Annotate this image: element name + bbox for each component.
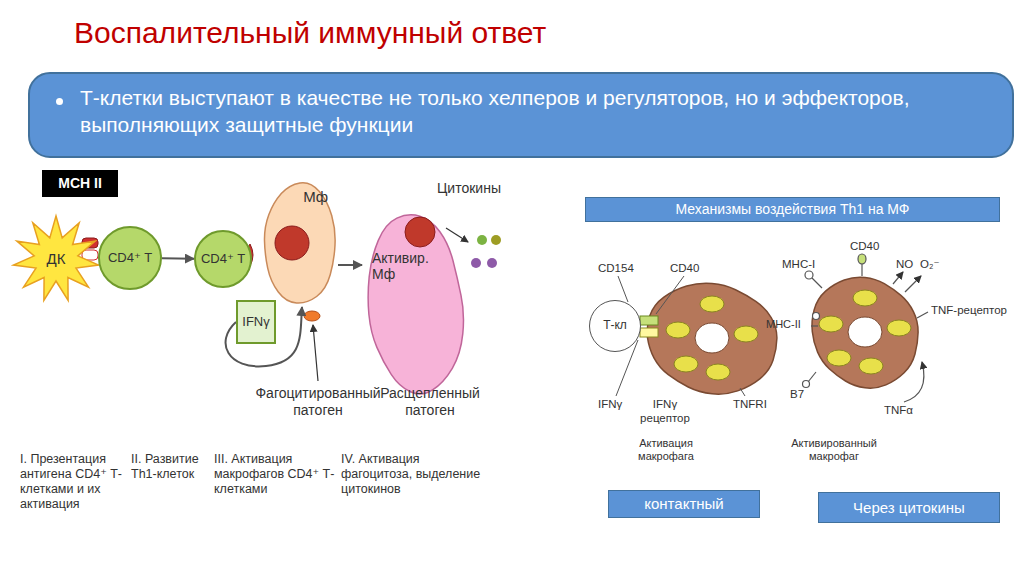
leader-line [740, 388, 745, 396]
cytokine-box: IFNγ [236, 300, 276, 344]
cell-membrane [368, 215, 463, 394]
category-box-text: Через цитокины [853, 499, 965, 516]
organelle [674, 356, 698, 372]
vacuole [695, 323, 729, 353]
annotation-label: CD154 [598, 262, 634, 276]
annotation-label: Активация макрофага [618, 437, 714, 463]
activated-macrophage: Активир. Мф [362, 212, 468, 397]
annotation-label: IV. Активация фагоцитоза, выделение цито… [341, 452, 491, 497]
b7-head [803, 381, 810, 388]
annotation-label: TNFRI [733, 398, 767, 412]
organelle [734, 326, 758, 342]
t-cell-circle: CD4⁺ T [98, 226, 162, 290]
annotation-label: IFNγ [598, 398, 622, 412]
macrophage: Мф [258, 180, 338, 306]
t-cell-circle-text: CD4⁺ T [108, 251, 152, 266]
organelle [706, 364, 730, 380]
organelle [887, 320, 911, 336]
connector-arrow [162, 257, 194, 259]
annotation-label: IFNγ рецептор [636, 398, 694, 426]
t-cell-circle: Т-кл [589, 300, 641, 352]
t-cell-circle: CD4⁺ T [194, 230, 252, 288]
connector-arrow [338, 264, 362, 266]
t-cell-circle-text: CD4⁺ T [201, 252, 245, 267]
leader-line [656, 276, 684, 314]
bullet-box-text: Т-клетки выступают в качестве не только … [80, 84, 982, 139]
annotation-label: B7 [790, 388, 804, 402]
vacuole [848, 317, 882, 347]
organelle [700, 296, 724, 312]
cytokine-box-text: IFNγ [242, 315, 269, 330]
activated-receptors [803, 254, 929, 402]
organelle [853, 290, 877, 306]
leader-line [313, 325, 318, 381]
category-box: Через цитокины [818, 492, 1000, 523]
annotation-label: Расщепленный патоген [368, 385, 492, 419]
category-box: контактный [608, 490, 760, 518]
organelle [827, 350, 851, 366]
dendritic-cell-text: ДК [47, 250, 66, 267]
slide-title: Воспалительный иммунный ответ [74, 16, 546, 50]
annotation-label: III. Активация макрофагов CD4⁺ Т-клеткам… [214, 452, 338, 497]
bullet-box: Т-клетки выступают в качестве не только … [28, 72, 1014, 158]
annotation-label: O₂⁻ [920, 258, 939, 272]
dendritic-cell: ДК [12, 215, 100, 303]
cytokine-dot [477, 235, 487, 245]
annotation-label: MHC-II [766, 318, 801, 331]
annotation-label: TNFα [884, 404, 913, 418]
annotation-label: Фагоцитированный патоген [252, 385, 384, 419]
leader-line [618, 276, 628, 302]
ifn-receptor [640, 328, 658, 337]
category-box-text: контактный [644, 495, 723, 512]
cell-membrane [264, 183, 335, 303]
nucleus [275, 226, 309, 260]
cell-drawings [647, 277, 918, 394]
nucleus [405, 217, 435, 247]
star-outline [13, 216, 98, 300]
macrophage-body [812, 277, 918, 388]
organelle [819, 316, 843, 332]
cytokine-dot [487, 258, 497, 268]
annotation-label: Цитокины [437, 180, 501, 197]
label-tag-text: MCH II [58, 175, 102, 191]
mhc1-head [805, 271, 813, 279]
section-band-text: Механизмы воздействия Th1 на МФ [676, 201, 910, 217]
cd40-head [858, 254, 866, 264]
annotation-label: I. Презентация антигена CD4⁺ Т-клетками … [20, 452, 128, 512]
mhc1-stick [812, 278, 822, 288]
tnf-receptor-stick [917, 312, 928, 318]
mhc2-stick [811, 325, 818, 326]
annotation-label: NO [896, 258, 913, 272]
cytokine-dot [491, 235, 501, 245]
activated-macrophage-text: Активир. Мф [372, 250, 444, 282]
tnf-arrow [904, 362, 924, 402]
no-arrow [893, 272, 903, 284]
secretion-arrow [446, 228, 468, 242]
b7-stick [808, 372, 816, 382]
phagocytosed-pathogen [304, 311, 320, 321]
bullet-dot [56, 98, 63, 105]
organelle [666, 322, 690, 338]
section-band: Механизмы воздействия Th1 на МФ [585, 197, 1000, 222]
annotation-label: II. Развитие Th1-клеток [131, 452, 213, 482]
cytokine-dot [471, 258, 481, 268]
mhc2-head [813, 313, 820, 320]
annotation-label: TNF-рецептор [931, 304, 1007, 318]
label-tag: MCH II [42, 170, 118, 197]
activated-macrophage-outline [362, 212, 468, 397]
o2-arrow [905, 276, 921, 292]
annotation-label: CD40 [670, 262, 699, 276]
annotation-label: CD40 [850, 240, 879, 254]
organelle [859, 358, 883, 374]
annotation-label: Активированный макрофаг [782, 437, 886, 463]
annotation-label: MHC-I [782, 258, 815, 272]
macrophage-text: Мф [303, 188, 328, 205]
cd40-receptor [640, 316, 658, 325]
t-cell-circle-text: Т-кл [603, 319, 627, 333]
